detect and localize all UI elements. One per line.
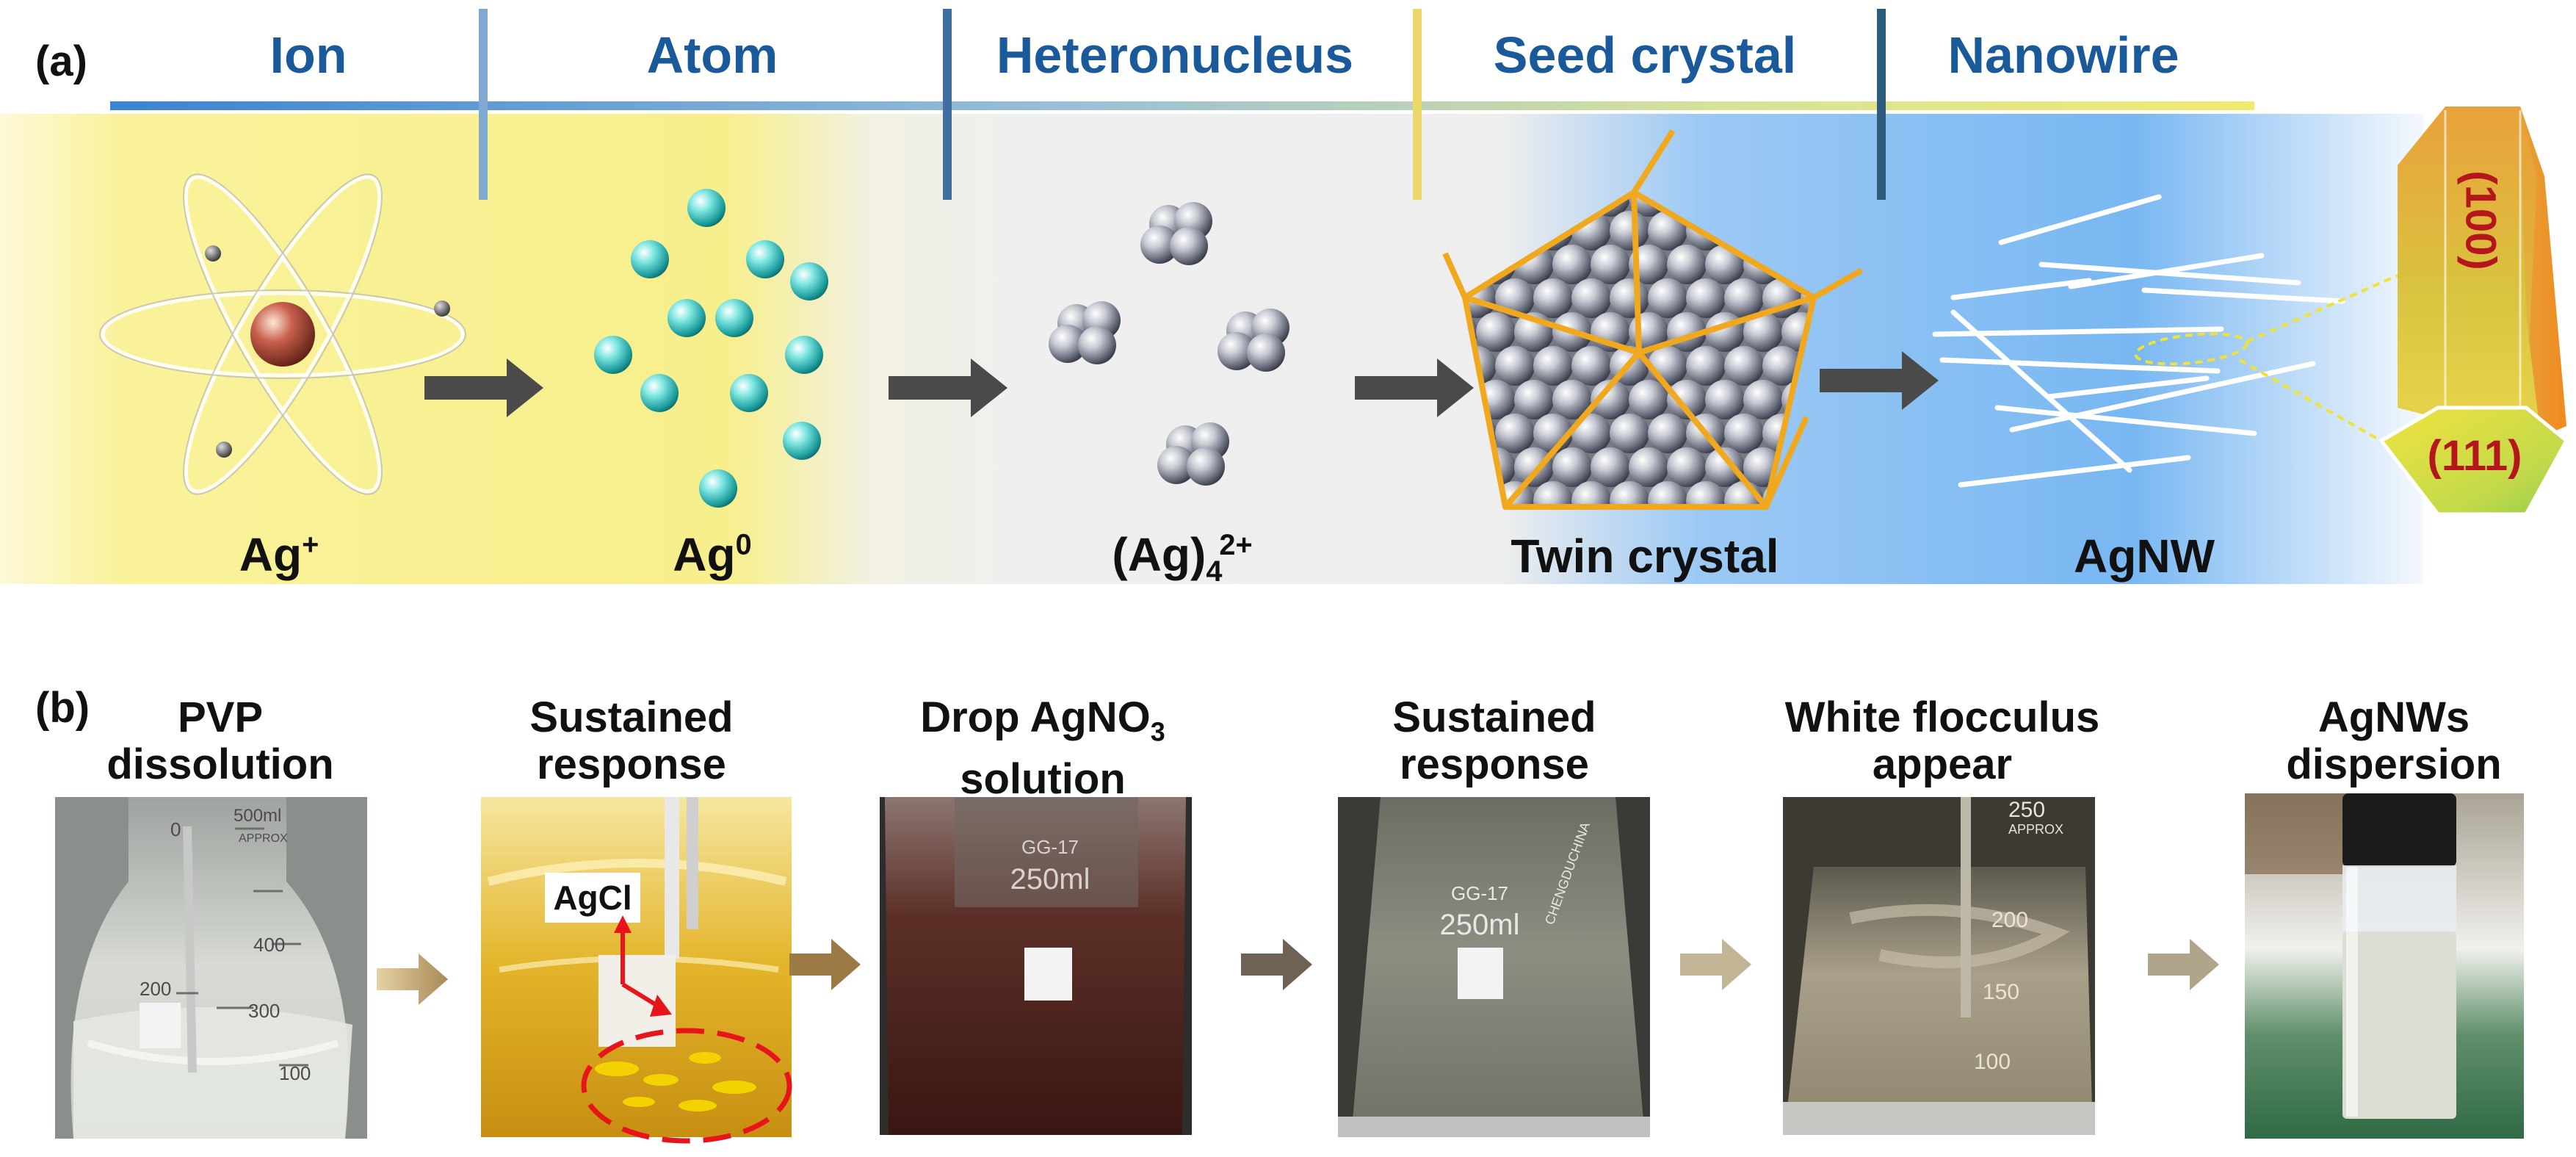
zoom-line-bottom: [2239, 358, 2395, 450]
hexagonal-prism-icon: (100) (111): [2378, 107, 2569, 516]
photo-sustained-response-gold: AgCl: [481, 797, 792, 1144]
stage-nanowire: Nanowire: [1947, 26, 2179, 84]
facet-100-label: (100): [2457, 170, 2505, 270]
b1-mark-200: 200: [140, 978, 171, 1000]
stage-heteronucleus: Heteronucleus: [996, 26, 1354, 84]
arrow-cluster-seed: [1355, 358, 1474, 417]
b5-mark-250: 250: [2008, 798, 2045, 822]
b5-mark-200: 200: [1991, 908, 2028, 932]
arrow-ion-atom: [424, 358, 543, 417]
arrow-seed-wire: [1820, 351, 1939, 410]
b1-mark-approx: APPROX: [239, 832, 288, 845]
b1-mark-volume: 500ml: [234, 806, 281, 826]
stage-atom: Atom: [646, 26, 778, 84]
timeline-tick-1: [479, 9, 488, 200]
photo-sustained-response-grey: GG-17 250ml CHENGDUCHINA: [1338, 797, 1650, 1137]
b1-mark-400: 400: [253, 934, 285, 956]
photo-drop-agno3: GG-17 250ml: [880, 797, 1192, 1135]
b4-mark-volume: 250ml: [1440, 909, 1520, 941]
species-ag4-cluster: (Ag)42+: [1112, 528, 1253, 588]
species-agnw: AgNW: [2074, 530, 2215, 583]
b5-mark-100: 100: [1974, 1050, 2011, 1074]
panel-a-background: [0, 114, 2423, 584]
panel-b-arrows: [377, 939, 2219, 1005]
timeline-tick-2: [943, 9, 952, 200]
zoom-line-top: [2246, 274, 2398, 343]
photo-white-flocculus: APPROX 250 200 150 100: [1783, 797, 2095, 1135]
b1-mark-100: 100: [279, 1062, 311, 1084]
facet-111-label: (111): [2428, 432, 2522, 480]
nanowire-highlight: [2134, 332, 2248, 366]
b1-mark-0: 0: [170, 818, 181, 840]
species-ag-atom: Ag0: [673, 528, 752, 581]
panel-b-label: (b): [35, 684, 90, 732]
timeline-tick-4: [1877, 9, 1886, 200]
b1-mark-300: 300: [248, 1000, 280, 1022]
b4-mark-grade: GG-17: [1451, 882, 1508, 904]
photo-agnws-dispersion: [2245, 793, 2524, 1139]
timeline-tick-3: [1413, 9, 1422, 200]
b3-mark-volume: 250ml: [1010, 863, 1090, 895]
photo-pvp-dissolution: 0 500ml APPROX 400 300 200 100: [55, 797, 367, 1139]
species-twin-crystal: Twin crystal: [1510, 530, 1779, 583]
stage-ion: Ion: [269, 26, 347, 84]
ag-atoms: [594, 189, 828, 508]
timeline-bar: [110, 101, 2254, 110]
b5-mark-150: 150: [1983, 980, 2019, 1004]
panel-a-label: (a): [35, 37, 87, 85]
atom-model-icon: [99, 173, 466, 495]
ag4-clusters: [1049, 202, 1289, 486]
panel-a-arrows: [424, 351, 1939, 417]
agcl-annotation: AgCl: [553, 879, 632, 917]
arrow-atom-cluster: [889, 358, 1007, 417]
stage-seed-crystal: Seed crystal: [1493, 26, 1797, 84]
b5-mark-approx: APPROX: [2008, 822, 2063, 837]
species-ag-ion: Ag+: [239, 528, 319, 581]
b3-mark-grade: GG-17: [1021, 836, 1079, 858]
